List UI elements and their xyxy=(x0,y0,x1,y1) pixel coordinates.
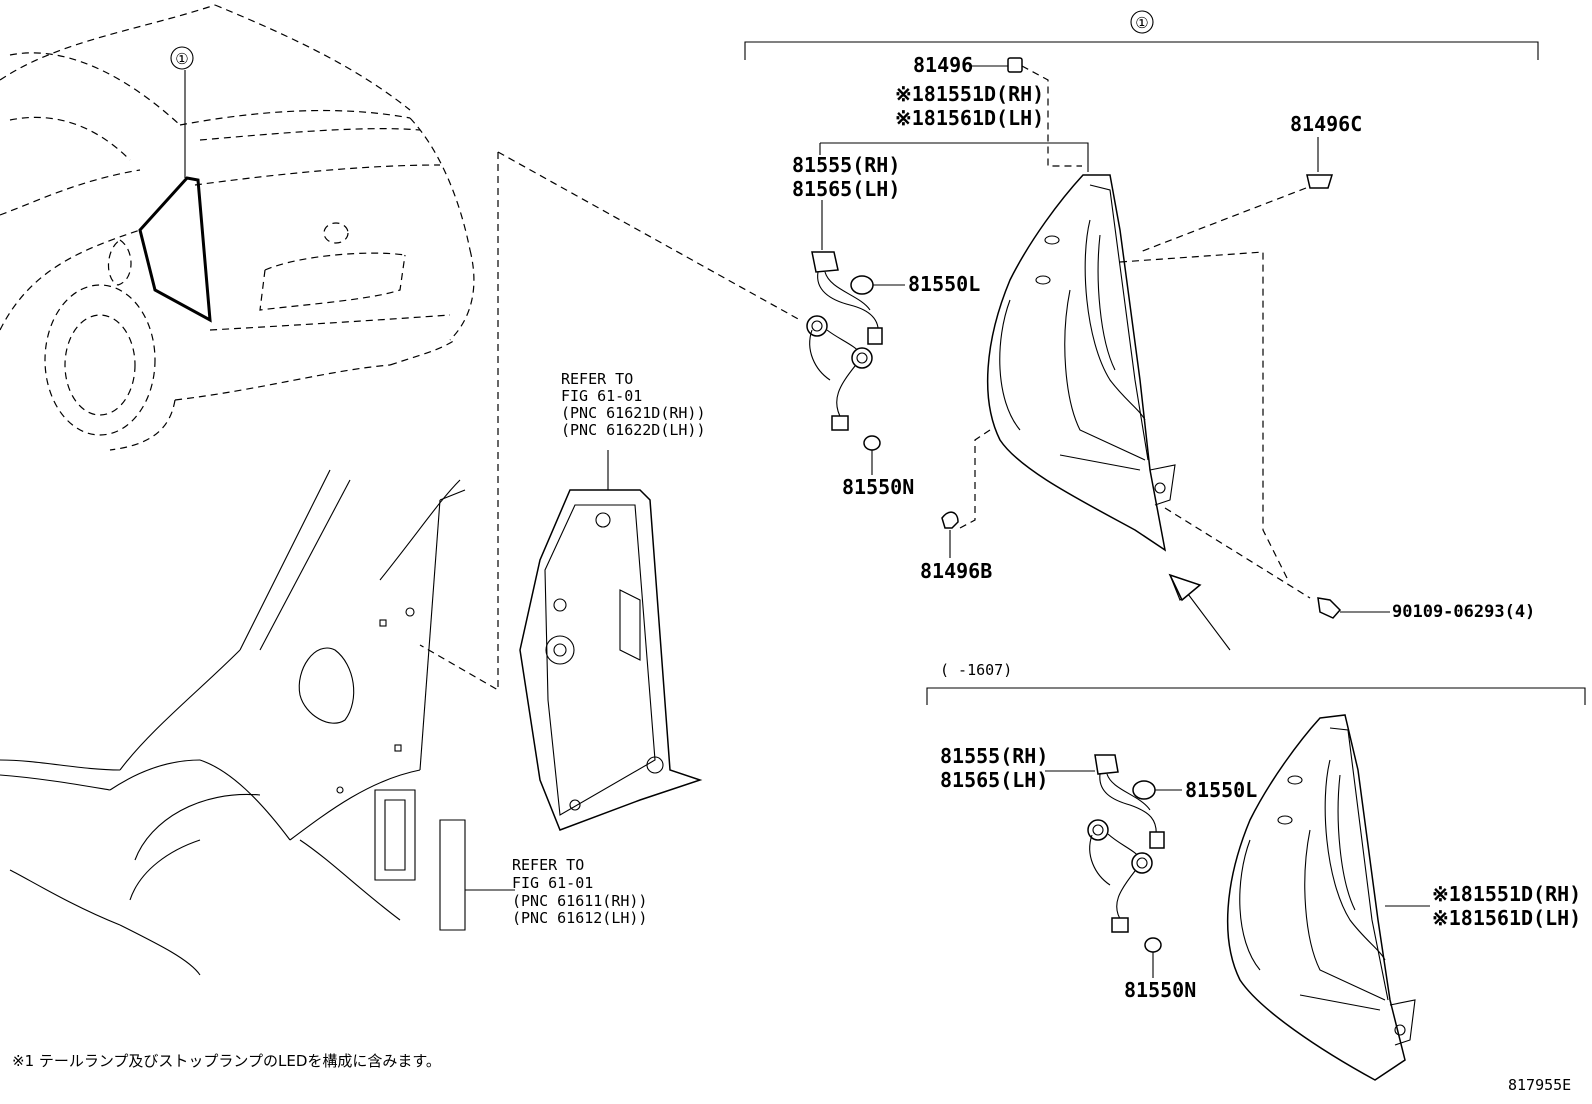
refer-lower-line2: FIG 61-01 xyxy=(512,874,593,892)
bulb-81550l-lower xyxy=(1132,780,1156,800)
label-81550n: 81550N xyxy=(842,475,914,499)
drawing-id: 817955E xyxy=(1508,1076,1571,1094)
group-bracket-top xyxy=(744,41,1539,60)
tail-lamp-lower xyxy=(1226,714,1416,1081)
label-lower-81550n: 81550N xyxy=(1124,978,1196,1002)
label-81496b: 81496B xyxy=(920,559,992,583)
label-81496c: 81496C xyxy=(1290,112,1362,136)
clip-81496c xyxy=(1306,174,1334,189)
screw-90109 xyxy=(1317,597,1342,619)
label-81555-rh: 81555(RH) xyxy=(792,153,900,177)
refer-lower-line1: REFER TO xyxy=(512,856,584,874)
callout-circle-top xyxy=(1130,10,1154,34)
label-lower-81551d-rh: ※181551D(RH) xyxy=(1432,882,1581,906)
range-label: ( -1607) xyxy=(940,661,1012,679)
clip-81496 xyxy=(1007,57,1023,73)
label-81565-lh: 81565(LH) xyxy=(792,177,900,201)
bulb-81550l-upper xyxy=(850,275,874,295)
clip-81496b xyxy=(941,511,959,529)
callout-car: ① xyxy=(175,50,188,68)
bulb-81550n-lower xyxy=(1144,937,1162,953)
callout-top: ① xyxy=(1135,14,1148,32)
refer-upper-line2: FIG 61-01 xyxy=(561,387,642,405)
label-81496: 81496 xyxy=(913,53,973,77)
label-81551d-rh: ※181551D(RH) xyxy=(895,82,1044,106)
label-lower-81550l: 81550L xyxy=(1185,778,1257,802)
label-90109: 90109-06293(4) xyxy=(1392,602,1535,622)
wiring-harness-lower xyxy=(1087,754,1165,933)
car-rear-illustration xyxy=(0,4,475,451)
tail-lamp-upper xyxy=(986,174,1176,552)
quarter-panel-illustration xyxy=(0,469,466,976)
leader-dash-upper xyxy=(497,151,801,321)
refer-upper-line1: REFER TO xyxy=(561,370,633,388)
wiring-harness-upper xyxy=(806,251,883,431)
footnote: ※1 テールランプ及びストップランプのLEDを構成に含みます。 xyxy=(12,1052,441,1070)
refer-upper-line4: (PNC 61622D(LH)) xyxy=(561,421,706,439)
refer-lower-line4: (PNC 61612(LH)) xyxy=(512,909,647,927)
refer-lower-line3: (PNC 61611(RH)) xyxy=(512,892,647,910)
label-lower-81555-rh: 81555(RH) xyxy=(940,744,1048,768)
callout-circle-car xyxy=(170,46,194,70)
group-bracket-lower xyxy=(926,687,1586,705)
inner-panel-illustration xyxy=(519,450,703,831)
label-81550l: 81550L xyxy=(908,272,980,296)
label-81561d-lh: ※181561D(LH) xyxy=(895,106,1044,130)
label-lower-81561d-lh: ※181561D(LH) xyxy=(1432,906,1581,930)
label-lower-81565-lh: 81565(LH) xyxy=(940,768,1048,792)
bulb-81550n-upper xyxy=(863,435,881,451)
refer-upper-line3: (PNC 61621D(RH)) xyxy=(561,404,706,422)
